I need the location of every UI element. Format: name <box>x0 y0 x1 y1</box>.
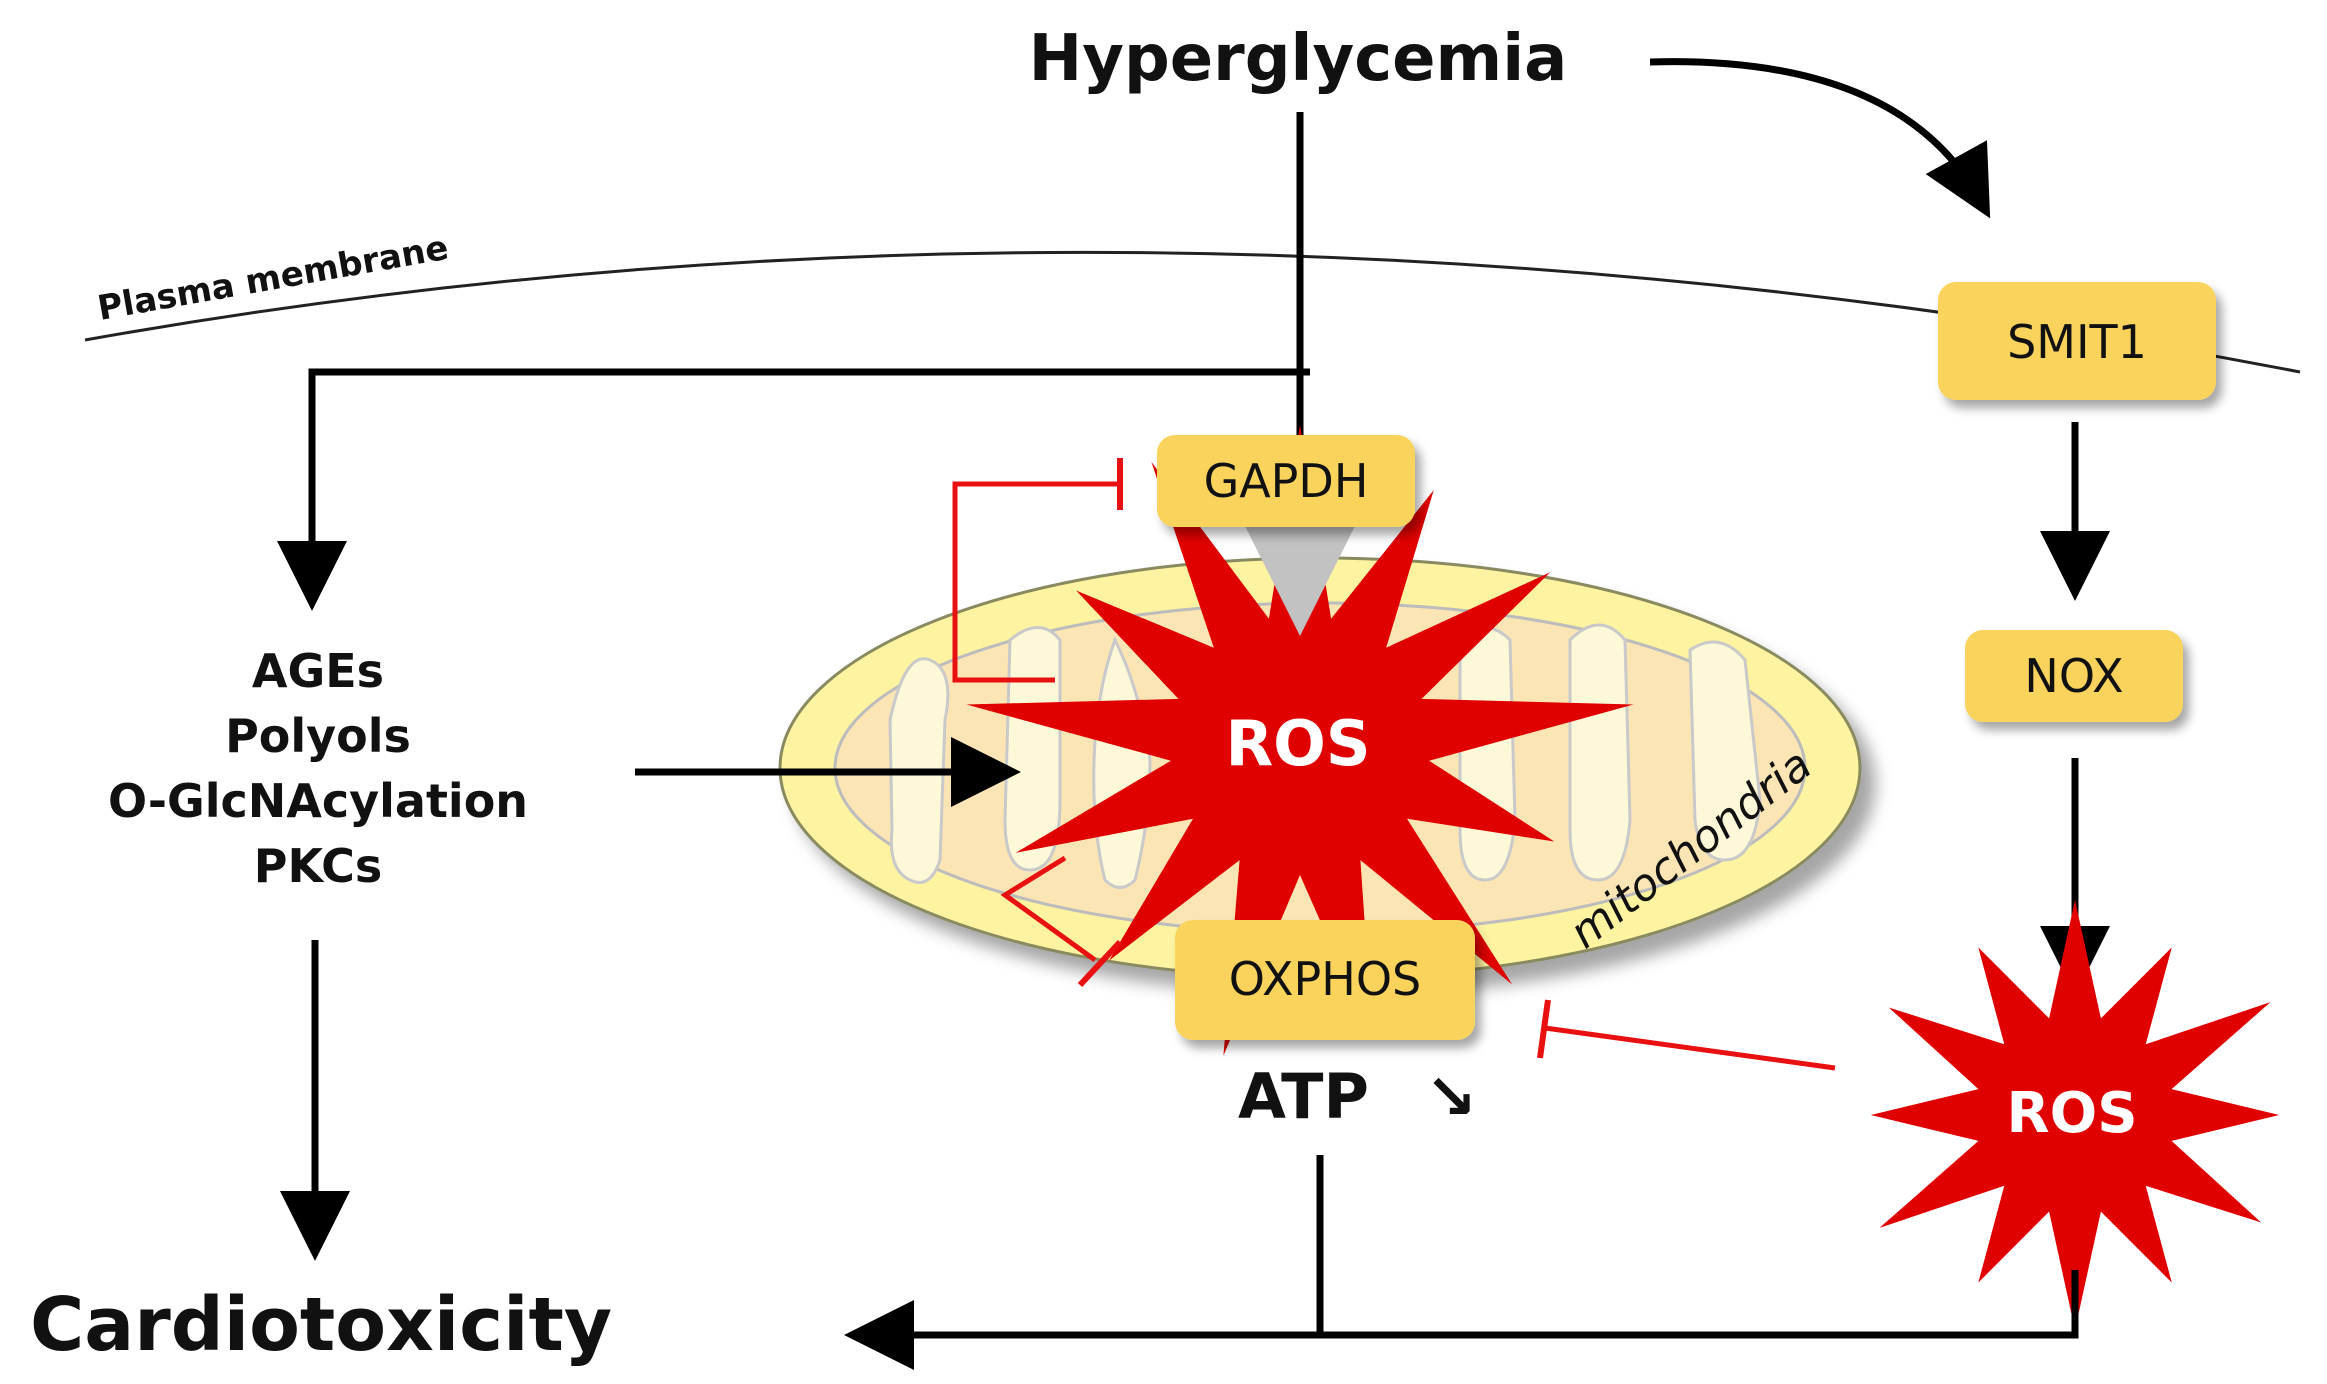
arrow-hyperglycemia-to-smit1 <box>1649 58 1991 219</box>
line-ros-right-down <box>1320 1270 2079 1339</box>
pathway-item-ages: AGEs <box>252 644 384 698</box>
ros-mitochondrial-label: ROS <box>1225 707 1370 780</box>
inhibit-ros-right-oxphos <box>1544 1025 1836 1071</box>
cardiotoxicity-label: Cardiotoxicity <box>30 1282 612 1368</box>
hyperglycemia-title: Hyperglycemia <box>1029 22 1568 96</box>
inhibit-ros-oxphos-bar <box>1077 939 1123 988</box>
node-nox <box>1965 630 2183 722</box>
pathway-item-polyols: Polyols <box>225 709 411 763</box>
arrow-to-pathways <box>277 368 1310 611</box>
node-smit1-label: SMIT1 <box>2007 315 2147 369</box>
pathway-item-pkcs: PKCs <box>254 839 382 893</box>
inhibit-ros-gapdh <box>952 481 1118 683</box>
node-gapdh-label: GAPDH <box>1204 454 1369 508</box>
ros-cytosolic-label: ROS <box>2006 1081 2137 1146</box>
inhibit-ros-oxphos <box>1000 855 1097 963</box>
node-oxphos <box>1175 920 1475 1040</box>
node-smit1 <box>1938 282 2216 400</box>
plasma-membrane-label: Plasma membrane <box>95 228 452 329</box>
ros-cytosolic: ROS <box>1870 900 2280 1330</box>
ros-mitochondrial: ROS <box>966 425 1634 1056</box>
atp-decrease-arrow: ↘ <box>1425 1060 1477 1133</box>
node-gapdh <box>1157 435 1415 527</box>
pathway-items: AGEs Polyols O-GlcNAcylation PKCs <box>108 644 528 893</box>
pathway-item-o-glcnacylation: O-GlcNAcylation <box>108 774 528 828</box>
node-oxphos-label: OXPHOS <box>1229 952 1422 1006</box>
inhibit-ros-right-oxphos-bar <box>1537 999 1551 1059</box>
atp-label: ATP <box>1238 1060 1369 1133</box>
node-nox-label: NOX <box>2024 649 2123 703</box>
